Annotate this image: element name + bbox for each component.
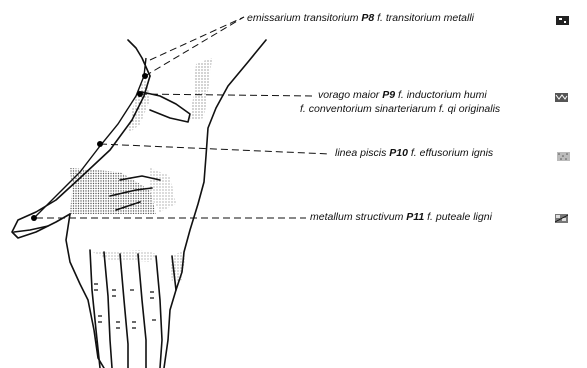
label-p10: linea piscis P10 f. effusorium ignis	[335, 147, 493, 159]
pattern-swatch-p10	[557, 148, 570, 157]
label-p8: emissarium transitorium P8 f. transitori…	[247, 12, 474, 24]
point-p8	[142, 73, 148, 79]
pattern-swatch-p8	[556, 12, 569, 21]
pattern-swatch-p9	[555, 89, 568, 98]
label-p9: vorago maior P9 f. inductorium humi	[318, 89, 487, 101]
label-p11: metallum structivum P11 f. puteale ligni	[310, 211, 492, 223]
point-p11	[31, 215, 37, 221]
label-p9-line2: f. conventorium sinarteriarum f. qi orig…	[300, 103, 500, 115]
point-p10	[97, 141, 103, 147]
point-p9	[137, 91, 143, 97]
pattern-swatch-p11	[555, 210, 568, 219]
